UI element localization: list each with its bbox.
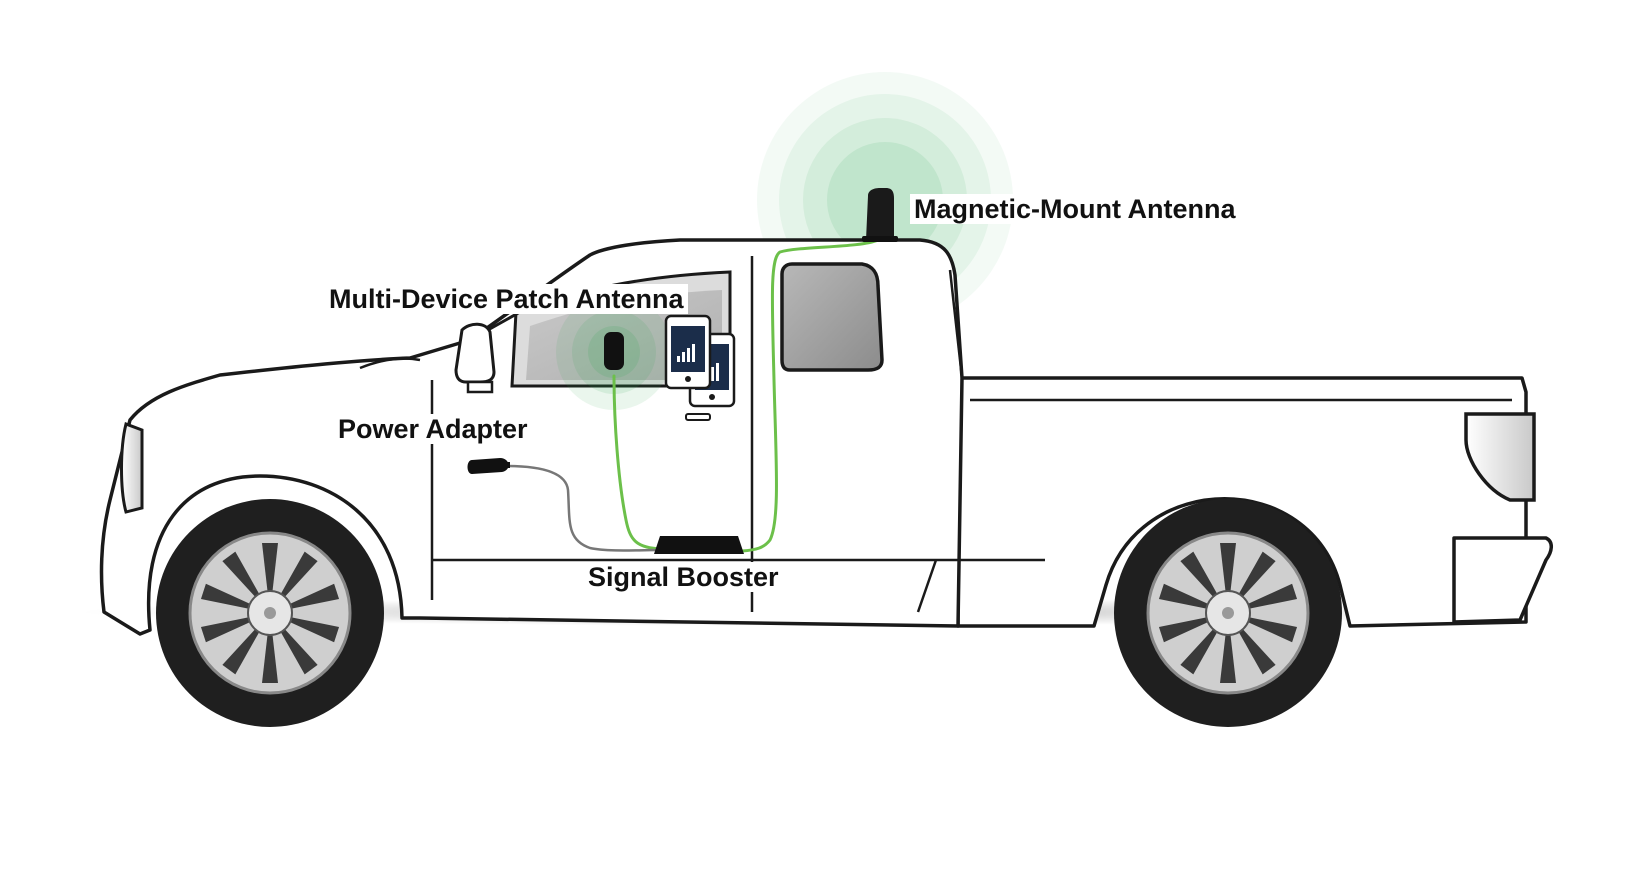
multi-device-patch-antenna-label: Multi-Device Patch Antenna <box>325 284 688 314</box>
power-adapter-text: Power Adapter <box>334 414 532 444</box>
phone-icon <box>664 314 712 390</box>
signal-booster-box <box>654 536 744 554</box>
power-adapter-label: Power Adapter <box>334 414 532 444</box>
patch-antenna <box>604 332 624 370</box>
side-mirror <box>454 322 496 394</box>
front-door-handle <box>685 413 711 421</box>
power-cable <box>504 464 662 552</box>
magnetic-mount-antenna <box>862 188 898 242</box>
magnetic-mount-antenna-label: Magnetic-Mount Antenna <box>910 194 1240 224</box>
signal-booster-text: Signal Booster <box>584 562 783 592</box>
taillight <box>1464 412 1536 502</box>
cables <box>504 238 880 553</box>
patch-antenna-cable <box>612 374 664 551</box>
truck-body <box>99 238 1553 636</box>
rear-wheel <box>1114 499 1342 727</box>
signal-booster-label: Signal Booster <box>584 562 783 592</box>
hood-edge <box>359 357 421 370</box>
antenna-cable <box>740 238 880 553</box>
power-adapter-plug <box>467 458 510 474</box>
multi-device-patch-antenna-text: Multi-Device Patch Antenna <box>325 284 688 314</box>
front-wheel <box>156 499 384 727</box>
headlight <box>120 422 144 514</box>
rear-window <box>780 262 884 372</box>
magnetic-mount-antenna-text: Magnetic-Mount Antenna <box>910 194 1240 224</box>
